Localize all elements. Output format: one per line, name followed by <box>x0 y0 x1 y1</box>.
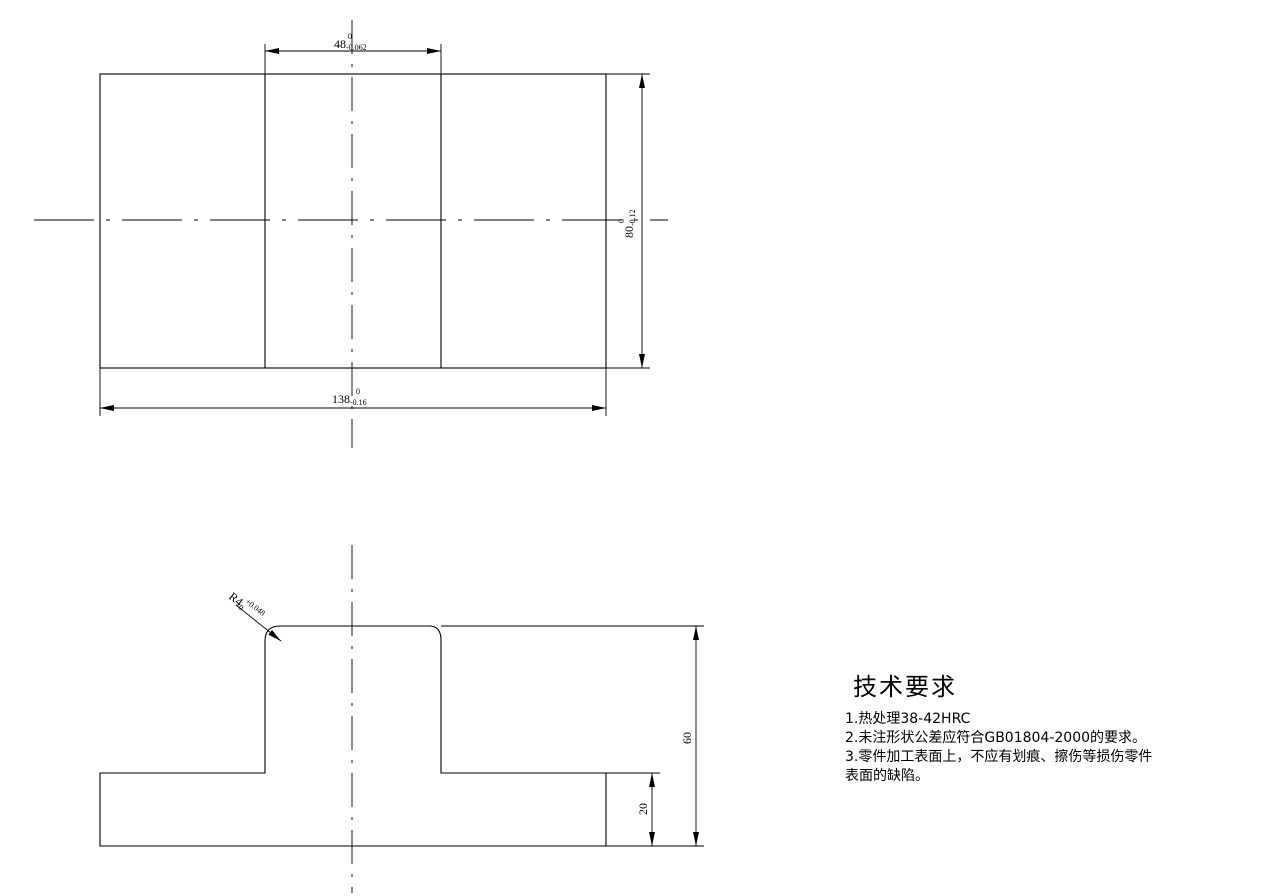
dimension-height-80: 80-0.12 0 <box>606 73 650 369</box>
requirement-item-1: 1.热处理38-42HRC <box>845 711 971 727</box>
dim-138-nominal: 138 <box>332 392 350 406</box>
dim-80-upper: 0 <box>617 219 626 223</box>
dim-r4-nominal: R4 <box>226 589 246 609</box>
dim-138-lower: -0.16 <box>350 398 367 407</box>
dimension-overall-length: 138-0.16 0 <box>99 368 607 416</box>
svg-text:R40: R40 <box>226 589 249 612</box>
front-view <box>99 545 607 893</box>
dim-48-lower: -0.062 <box>346 43 367 52</box>
technical-requirements: 技术要求 1.热处理38-42HRC 2.未注形状公差应符合GB01804-20… <box>845 667 1265 786</box>
svg-text:138-0.16: 138-0.16 <box>332 392 367 407</box>
dim-80-nominal: 80 <box>622 226 636 238</box>
requirement-item-3-continued: 表面的缺陷。 <box>845 768 929 784</box>
dim-r4-lower: 0 <box>237 603 246 613</box>
requirement-item-3: 3.零件加工表面上，不应有划痕、擦伤等损伤零件 <box>845 749 1153 765</box>
top-view-outline <box>99 73 607 369</box>
dimension-base-height: 20 <box>606 772 660 846</box>
dim-20-label: 20 <box>636 803 650 815</box>
front-view-outline <box>99 625 607 847</box>
dim-138-upper: 0 <box>356 387 360 396</box>
technical-requirements-title: 技术要求 <box>853 673 957 701</box>
dimension-total-height: 60 <box>441 625 704 847</box>
dim-r4-upper: +0.048 <box>244 597 267 618</box>
dimension-top-width: 48-0.062 0 <box>264 32 442 74</box>
requirement-item-2: 2.未注形状公差应符合GB01804-2000的要求。 <box>845 730 1147 746</box>
dim-48-upper: 0 <box>348 32 352 41</box>
dimension-radius: R40 +0.048 <box>226 589 282 642</box>
dim-80-lower: -0.12 <box>628 209 637 226</box>
svg-text:80-0.12: 80-0.12 <box>622 209 637 238</box>
dim-60-label: 60 <box>680 732 694 744</box>
dim-48-nominal: 48 <box>334 37 346 51</box>
top-view <box>34 20 668 448</box>
svg-text:48-0.062: 48-0.062 <box>334 37 367 52</box>
